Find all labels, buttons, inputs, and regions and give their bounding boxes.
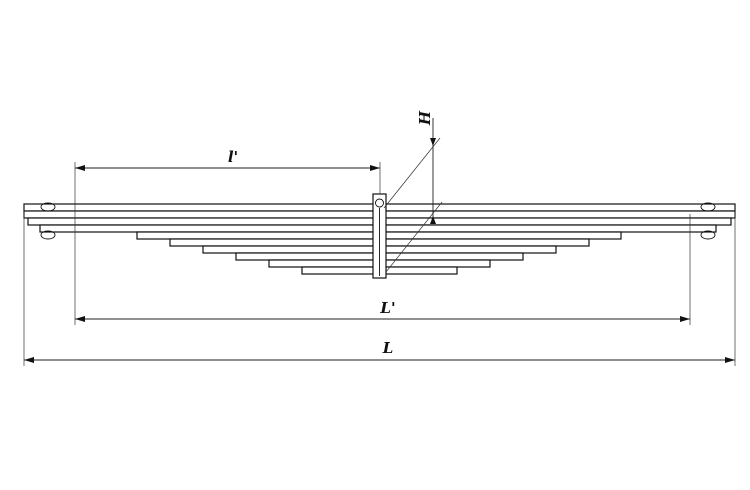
working-length-arrow-right	[680, 316, 690, 322]
spring-eyes	[40, 202, 716, 240]
total-length-dimension	[23, 210, 736, 366]
total-length-label: L	[382, 339, 394, 357]
half-length-arrow-left	[75, 165, 85, 171]
height-dimension	[383, 118, 443, 273]
height-label: H	[416, 110, 434, 126]
center-bolt-head	[375, 198, 384, 208]
half-length-dimension	[74, 162, 381, 325]
half-length-arrow-right	[370, 165, 380, 171]
center-bolt	[372, 193, 387, 279]
right-eye-bottom	[700, 230, 716, 240]
working-length-dimension	[75, 214, 691, 325]
height-ext-line-top	[383, 137, 441, 209]
right-eye-top	[700, 202, 716, 212]
working-length-arrow-left	[75, 316, 85, 322]
total-length-arrow-right	[725, 357, 735, 363]
height-arrow-top	[430, 138, 436, 146]
left-eye-bottom	[40, 230, 56, 240]
total-length-arrow-left	[24, 357, 34, 363]
working-length-label: L'	[379, 299, 395, 317]
left-eye-top	[40, 202, 56, 212]
half-length-label: l'	[228, 148, 238, 166]
height-arrow-bottom	[430, 216, 436, 224]
